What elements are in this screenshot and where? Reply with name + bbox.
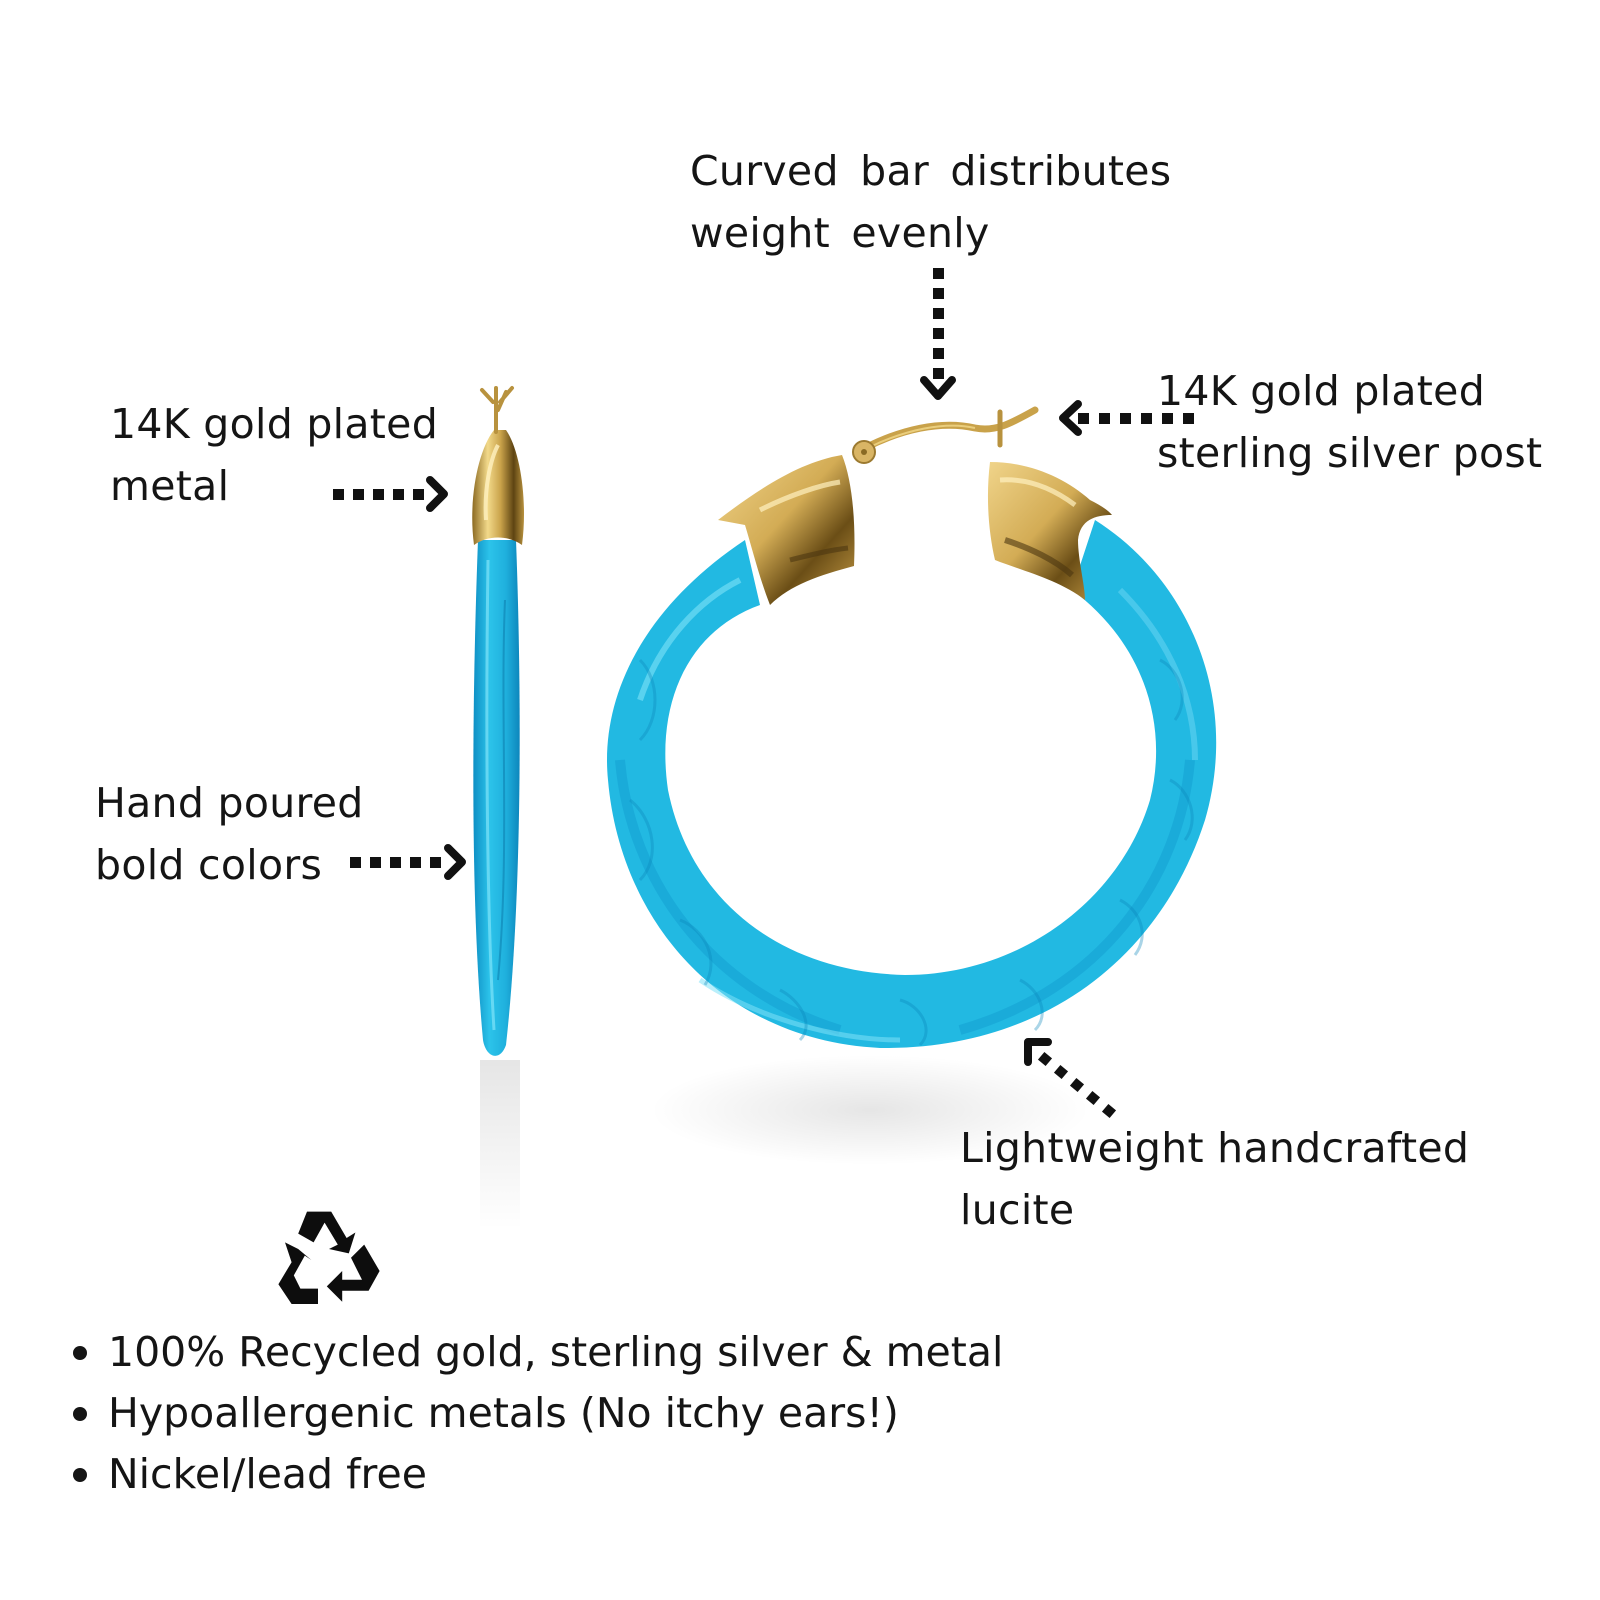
callout-line: Hand poured — [95, 779, 364, 827]
callout-colors: Hand poured bold colors — [95, 772, 364, 896]
callout-metal: 14K gold plated metal — [110, 393, 438, 517]
arrow-left-icon — [1059, 400, 1194, 436]
callout-line: metal — [110, 462, 230, 510]
feature-item: 100% Recycled gold, sterling silver & me… — [70, 1322, 1003, 1383]
arrow-down-icon — [920, 268, 956, 400]
feature-text: Hypoallergenic metals (No itchy ears!) — [108, 1389, 899, 1437]
front-view-earring — [607, 406, 1217, 1049]
feature-list: 100% Recycled gold, sterling silver & me… — [70, 1322, 1003, 1505]
bullet-icon — [73, 1468, 87, 1482]
callout-line: 14K gold plated — [1157, 367, 1486, 415]
bullet-icon — [73, 1346, 87, 1360]
feature-text: Nickel/lead free — [108, 1450, 427, 1498]
callout-line: 14K gold plated — [110, 400, 439, 448]
callout-line: bold colors — [95, 841, 323, 889]
feature-item: Nickel/lead free — [70, 1444, 1003, 1505]
arrow-right-icon — [350, 844, 466, 880]
callout-post: 14K gold plated sterling silver post — [1157, 360, 1542, 484]
recycle-icon — [278, 1211, 380, 1304]
callout-line: Lightweight handcrafted — [960, 1124, 1470, 1172]
callout-lucite: Lightweight handcrafted lucite — [960, 1117, 1469, 1241]
front-hoop-shadow — [650, 1055, 1090, 1165]
callout-line: weight evenly — [690, 209, 990, 257]
callout-curved-bar: Curved bar distributes weight evenly — [690, 140, 1171, 264]
arrow-up-left-icon — [1024, 1038, 1117, 1119]
feature-item: Hypoallergenic metals (No itchy ears!) — [70, 1383, 1003, 1444]
feature-text: 100% Recycled gold, sterling silver & me… — [108, 1328, 1004, 1376]
bullet-icon — [73, 1407, 87, 1421]
callout-line: lucite — [960, 1186, 1075, 1234]
callout-line: sterling silver post — [1157, 429, 1543, 477]
arrow-right-icon — [333, 476, 448, 512]
callout-line: Curved bar distributes — [690, 147, 1172, 195]
side-view-earring — [472, 386, 525, 1056]
side-hoop-reflection — [480, 1060, 520, 1230]
